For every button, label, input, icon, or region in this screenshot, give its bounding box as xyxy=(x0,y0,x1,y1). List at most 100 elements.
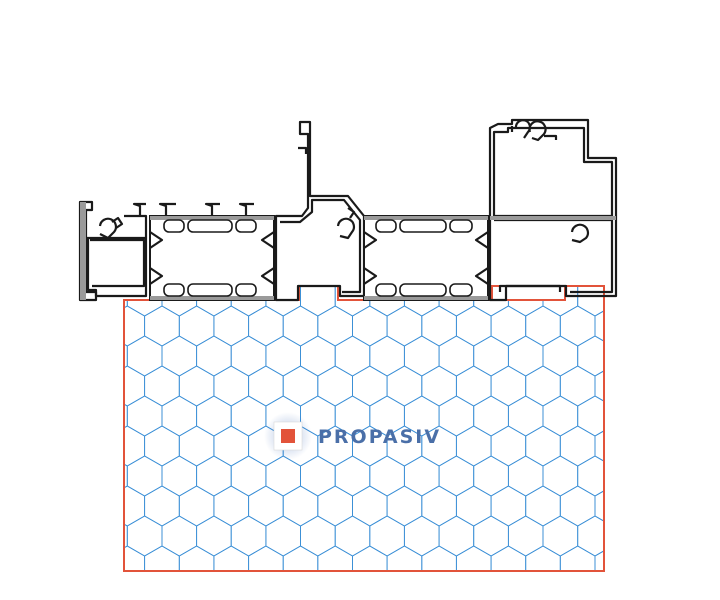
honeycomb-cell xyxy=(178,545,215,571)
honeycomb-cell xyxy=(317,545,353,571)
honeycomb-cell xyxy=(455,485,492,527)
honeycomb-cell xyxy=(490,485,527,527)
honeycomb-cell xyxy=(455,545,492,571)
honeycomb-cell xyxy=(282,305,319,347)
honeycomb-cell xyxy=(213,305,250,347)
honeycomb-cell xyxy=(124,485,146,527)
logo-square-icon xyxy=(281,429,295,443)
honeycomb-cell xyxy=(490,545,527,571)
honeycomb-cell xyxy=(300,455,336,497)
honeycomb-cell xyxy=(124,425,146,467)
honeycomb-cell xyxy=(230,515,267,557)
left-thermal-break xyxy=(132,202,275,301)
honeycomb-cell xyxy=(126,395,163,437)
honeycomb-cell xyxy=(559,545,596,571)
honeycomb-cell xyxy=(594,305,604,347)
honeycomb-cell xyxy=(369,515,405,557)
right-thermal-break xyxy=(363,215,489,301)
honeycomb-cell xyxy=(559,485,596,527)
honeycomb-cell xyxy=(144,485,180,527)
honeycomb-cell xyxy=(178,425,215,467)
honeycomb-cell xyxy=(248,485,284,527)
honeycomb-cell xyxy=(300,286,336,317)
honeycomb-cell xyxy=(386,305,423,347)
honeycomb-cell xyxy=(594,365,604,407)
honeycomb-cell xyxy=(559,365,596,407)
honeycomb-cell xyxy=(178,365,215,407)
honeycomb-cell xyxy=(577,395,604,437)
honeycomb-cell xyxy=(421,545,457,571)
honeycomb-cell xyxy=(386,485,423,527)
honeycomb-cell xyxy=(282,485,319,527)
honeycomb-cell xyxy=(507,335,544,377)
honeycomb-cell xyxy=(265,515,301,557)
honeycomb-cell xyxy=(196,395,232,437)
honeycomb-cell xyxy=(124,305,146,347)
honeycomb-cell xyxy=(352,365,388,407)
logo-text: PROPASIV xyxy=(318,426,441,448)
left-frame-section xyxy=(78,200,148,302)
honeycomb-cell xyxy=(525,485,561,527)
honeycomb-cell xyxy=(126,455,163,497)
honeycomb-cell xyxy=(455,365,492,407)
honeycomb-cell xyxy=(213,425,250,467)
honeycomb-cell xyxy=(196,335,232,377)
honeycomb-cell xyxy=(490,425,527,467)
honeycomb-cell xyxy=(124,455,128,497)
honeycomb-cell xyxy=(124,395,128,437)
honeycomb-cell xyxy=(507,455,544,497)
honeycomb-cell xyxy=(126,515,163,557)
honeycomb-cell xyxy=(282,365,319,407)
honeycomb-cell xyxy=(144,425,180,467)
honeycomb-cell xyxy=(248,305,284,347)
honeycomb-cell xyxy=(594,545,604,571)
honeycomb-cell xyxy=(403,335,440,377)
honeycomb-cell xyxy=(542,335,579,377)
honeycomb-cell xyxy=(334,455,371,497)
honeycomb-cell xyxy=(317,305,353,347)
honeycomb-cell xyxy=(124,365,146,407)
honeycomb-cell xyxy=(161,515,198,557)
honeycomb-cell xyxy=(473,515,509,557)
honeycomb-cell xyxy=(490,365,527,407)
honeycomb-cell xyxy=(334,515,371,557)
honeycomb-cell xyxy=(282,545,319,571)
center-section xyxy=(274,120,366,302)
honeycomb-cell xyxy=(300,515,336,557)
honeycomb-cell xyxy=(369,335,405,377)
honeycomb-cell xyxy=(577,335,604,377)
honeycomb-cell xyxy=(300,335,336,377)
honeycomb-cell xyxy=(403,515,440,557)
honeycomb-cell xyxy=(230,335,267,377)
aluminium-profile xyxy=(78,118,618,302)
honeycomb-cell xyxy=(438,395,475,437)
honeycomb-cell xyxy=(369,455,405,497)
honeycomb-cell xyxy=(230,395,267,437)
honeycomb-cell xyxy=(525,365,561,407)
honeycomb-cell xyxy=(473,455,509,497)
honeycomb-cell xyxy=(455,305,492,347)
honeycomb-cell xyxy=(213,485,250,527)
honeycomb-cell xyxy=(473,395,509,437)
honeycomb-cell xyxy=(490,305,527,347)
honeycomb-cell xyxy=(144,545,180,571)
honeycomb-cell xyxy=(559,425,596,467)
propasiv-logo: PROPASIV xyxy=(264,412,441,460)
honeycomb-cell xyxy=(473,335,509,377)
honeycomb-cell xyxy=(144,365,180,407)
honeycomb-cell xyxy=(196,455,232,497)
honeycomb-cell xyxy=(542,395,579,437)
honeycomb-cell xyxy=(352,485,388,527)
honeycomb-cell xyxy=(178,485,215,527)
honeycomb-cell xyxy=(230,455,267,497)
honeycomb-cell xyxy=(265,455,301,497)
honeycomb-cell xyxy=(124,545,146,571)
honeycomb-cell xyxy=(438,455,475,497)
honeycomb-cell xyxy=(577,455,604,497)
honeycomb-cell xyxy=(124,335,128,377)
right-frame-section xyxy=(488,118,618,302)
honeycomb-cell xyxy=(161,335,198,377)
honeycomb-cell xyxy=(438,335,475,377)
honeycomb-cell xyxy=(525,305,561,347)
